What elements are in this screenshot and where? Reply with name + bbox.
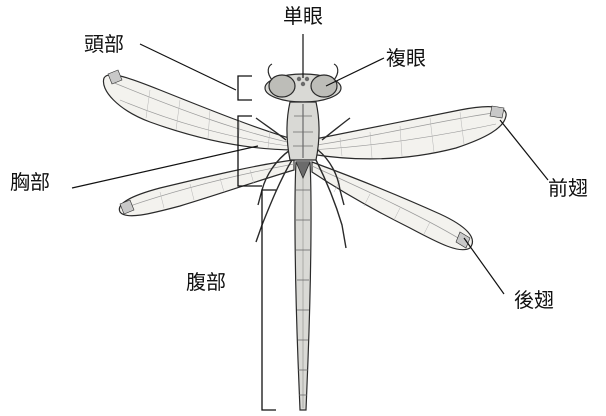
label-compound-eye: 複眼 [386, 48, 426, 68]
abdomen-bracket [262, 190, 276, 410]
label-head: 頭部 [84, 34, 124, 54]
label-hindwing: 後翅 [514, 290, 554, 310]
label-abdomen: 腹部 [186, 272, 226, 292]
ocellus-2 [305, 77, 309, 81]
right-forewing [310, 106, 506, 159]
label-forewing: 前翅 [548, 178, 588, 198]
head-bracket [238, 76, 252, 100]
abdomen [295, 162, 311, 410]
left-compound-eye [269, 75, 295, 97]
right-compound-eye [311, 75, 337, 97]
thorax [287, 102, 319, 160]
left-hindwing [119, 160, 294, 216]
ocellus-3 [301, 82, 305, 86]
left-forewing [103, 70, 296, 150]
ocellus-1 [297, 77, 301, 81]
label-thorax: 胸部 [10, 172, 50, 192]
label-ocelli: 単眼 [283, 6, 323, 26]
